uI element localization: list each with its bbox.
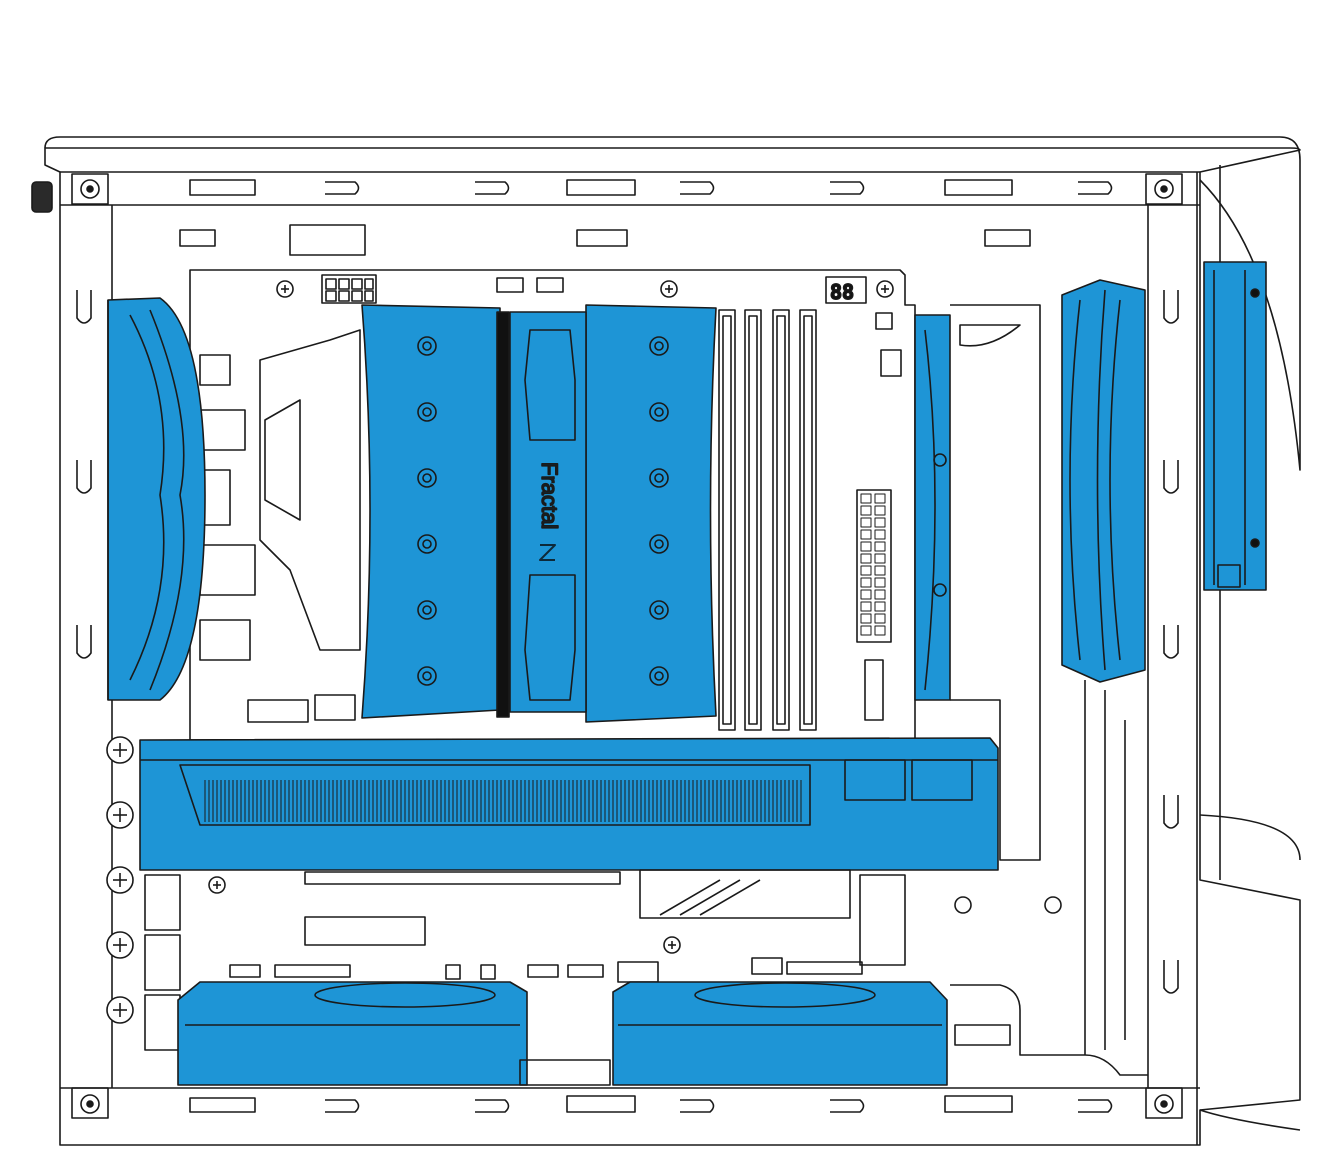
heatsink-icon — [585, 304, 717, 723]
screw-icon — [106, 866, 134, 894]
screw-icon — [71, 173, 109, 205]
connector-icon — [751, 957, 783, 975]
heatsink-icon — [361, 304, 501, 719]
fan-icon — [177, 981, 528, 1086]
connector-icon — [536, 277, 564, 293]
drive-tray — [950, 680, 1148, 1076]
led-display-icon: 88 — [825, 276, 867, 305]
connector-icon — [844, 759, 973, 801]
gpu-heatsink-fins — [204, 780, 802, 822]
screw-icon — [663, 936, 681, 954]
screw-icon — [71, 1087, 109, 1119]
vertical-bracket — [914, 304, 1041, 861]
ram-slots — [718, 309, 817, 731]
screw-icon — [276, 280, 294, 298]
top-rail-slots — [179, 179, 1113, 256]
screw-icon — [208, 876, 226, 894]
left-intake-fan — [107, 297, 206, 701]
ram-slot-icon — [772, 309, 790, 731]
side-slots — [76, 290, 1179, 994]
button-icon — [480, 964, 496, 980]
fan-icon — [612, 981, 948, 1086]
connector-icon — [864, 659, 884, 721]
grille-icon — [519, 1059, 611, 1086]
corner-screws — [71, 173, 1183, 1119]
bottom-rail-slots — [189, 1095, 1113, 1113]
fan-icon — [914, 314, 951, 701]
screw-icon — [106, 931, 134, 959]
connector-icon — [880, 349, 902, 377]
fractal-logo-icon — [539, 544, 556, 561]
fractal-logo-text: Fractal — [537, 462, 562, 529]
gpu — [106, 736, 999, 1051]
screw-icon — [106, 996, 134, 1024]
pcie-slot-icon — [304, 916, 426, 946]
screw-icon — [1145, 173, 1183, 205]
screw-icon — [1145, 1087, 1183, 1119]
button-icon — [445, 964, 461, 980]
screw-icon — [106, 736, 134, 764]
connector-icon — [321, 274, 377, 304]
atx-24pin-connector — [856, 489, 892, 643]
screw-icon — [106, 801, 134, 829]
thumbscrew-knob — [31, 181, 53, 213]
right-rear-fans — [1061, 279, 1146, 683]
connector-icon — [496, 277, 524, 293]
pci-bracket-screws — [106, 736, 134, 1024]
cpu-cooler: Fractal — [361, 304, 717, 723]
screw-icon — [1044, 896, 1062, 914]
ram-slot-icon — [718, 309, 736, 731]
screw-icon — [876, 280, 894, 298]
fan-icon — [107, 297, 206, 701]
tower-holes — [417, 336, 669, 686]
ssd-bracket — [1203, 261, 1267, 591]
bottom-fans — [177, 981, 948, 1086]
fan-icon — [1061, 279, 1146, 683]
screw-icon — [660, 280, 678, 298]
screw-icon — [954, 896, 972, 914]
button-icon — [875, 312, 893, 330]
ram-slot-icon — [744, 309, 762, 731]
ram-slot-icon — [799, 309, 817, 731]
post-code-text: 88 — [830, 280, 854, 304]
